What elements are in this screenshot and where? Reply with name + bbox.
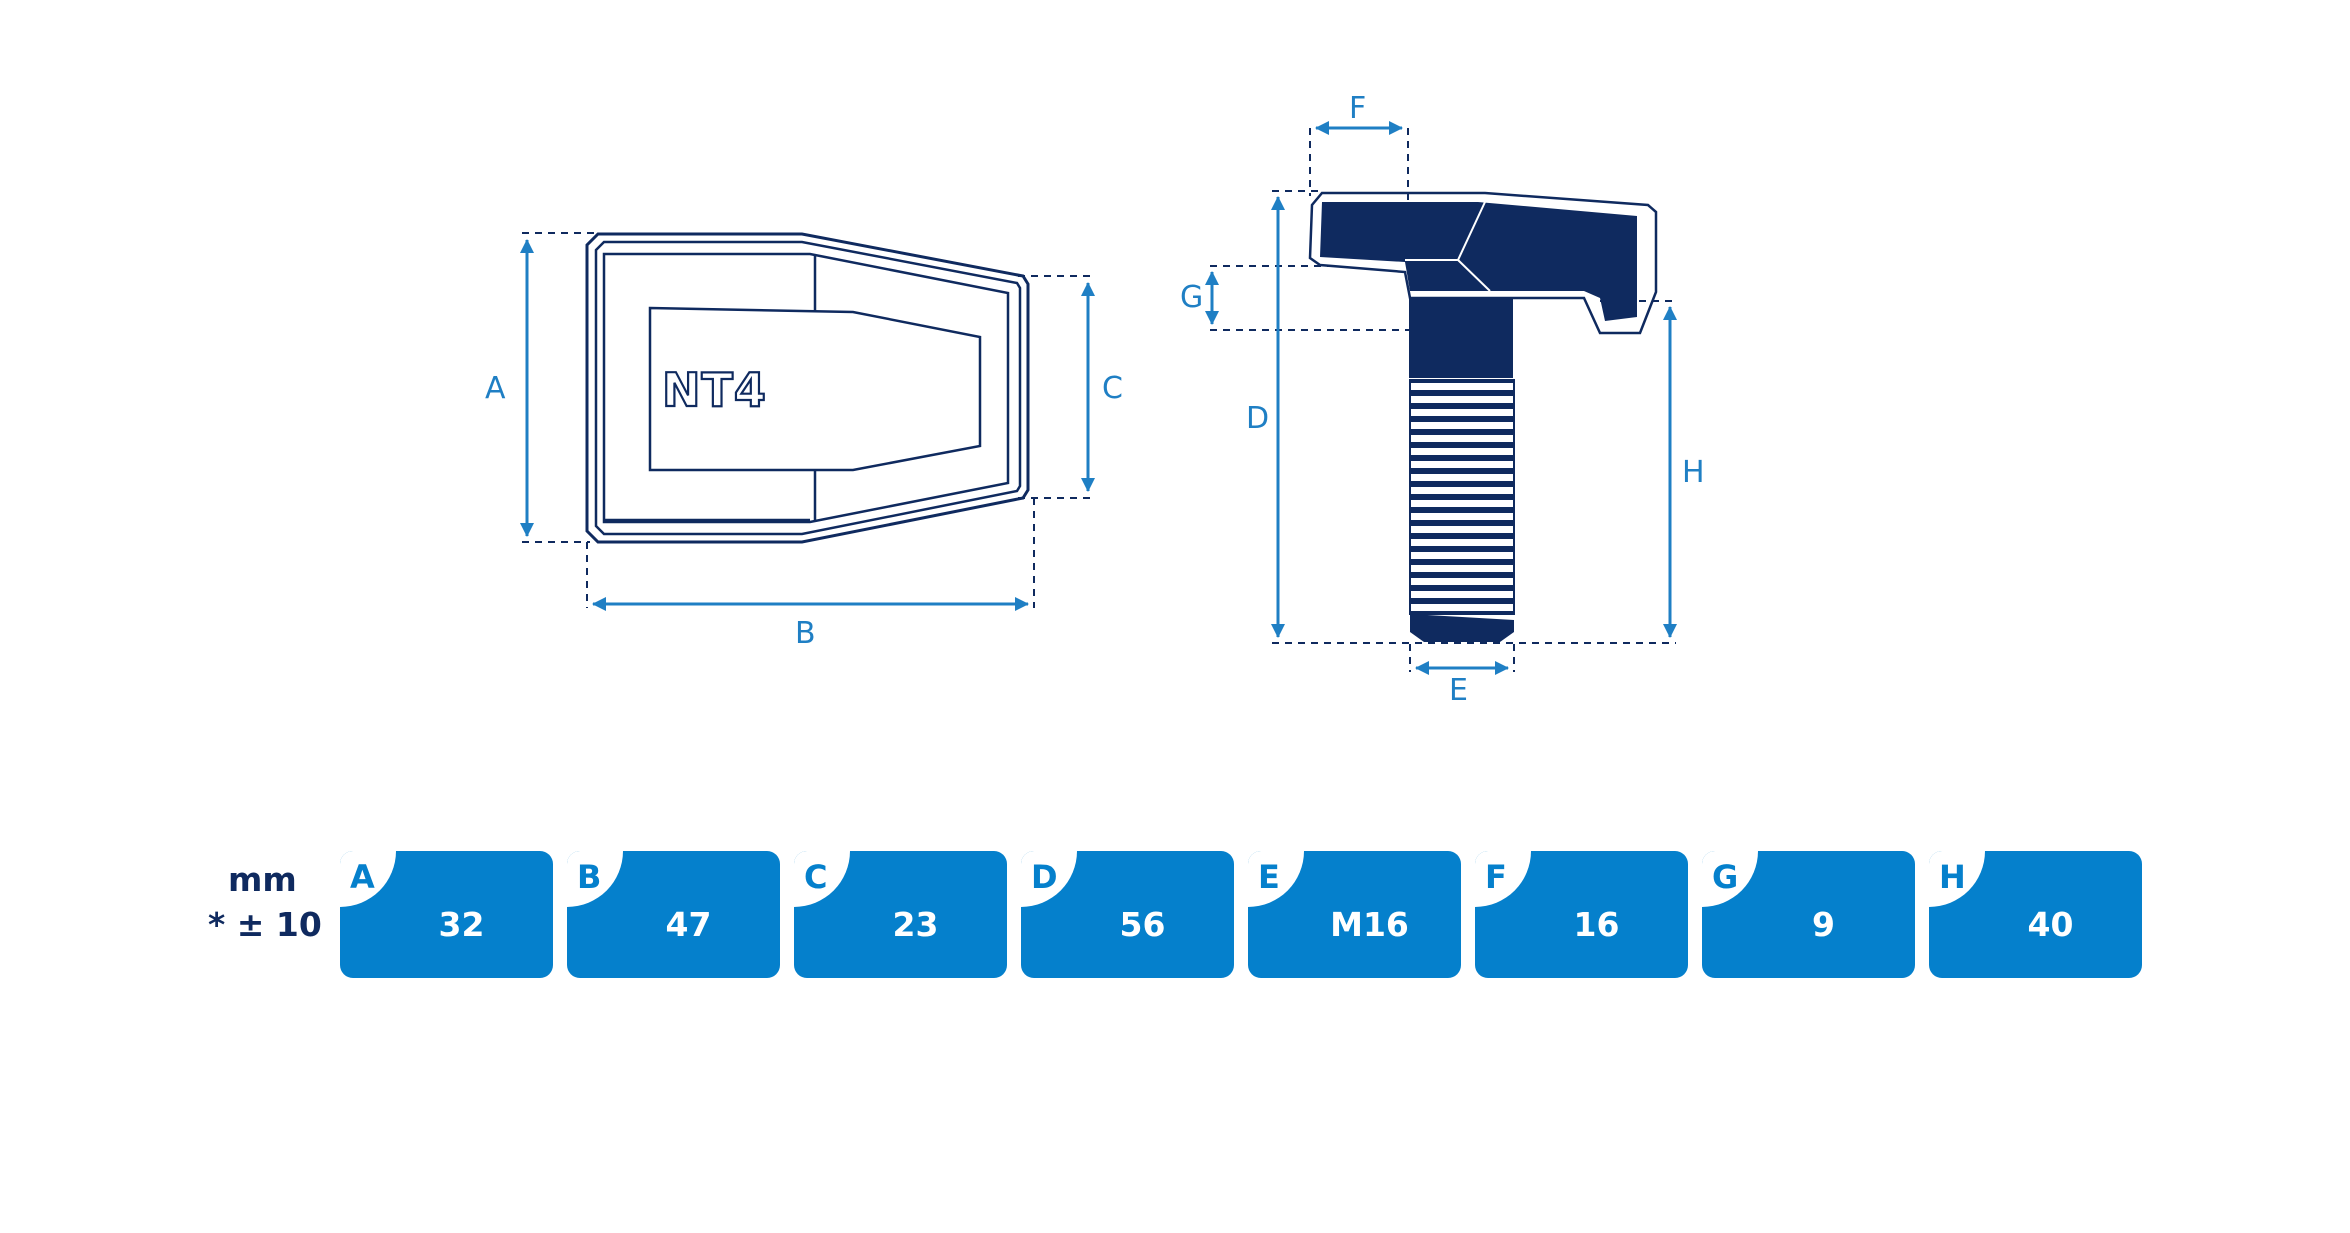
- cell-value: 56: [1119, 905, 1166, 944]
- cell-value: 40: [2027, 905, 2074, 944]
- cell-letter: A: [350, 858, 375, 896]
- units-label: mm: [228, 860, 297, 899]
- cell-letter: G: [1712, 858, 1739, 896]
- dimension-f-label: F: [1349, 91, 1366, 126]
- dimension-cell-e: E M16: [1248, 851, 1461, 978]
- cell-letter: D: [1031, 858, 1058, 896]
- dimension-cell-a: A 32: [340, 851, 553, 978]
- cell-value: 23: [892, 905, 939, 944]
- product-label: NT4: [662, 363, 767, 417]
- label-recess: [648, 306, 982, 472]
- knob-face: [602, 252, 1010, 524]
- dimension-cell-f: F 16: [1475, 851, 1688, 978]
- dimension-h-label: H: [1682, 455, 1705, 490]
- cell-value: 32: [438, 905, 485, 944]
- cell-letter: B: [577, 858, 602, 896]
- side-view: F G D H E: [1180, 91, 1705, 708]
- dimension-cell-d: D 56: [1021, 851, 1234, 978]
- stud-thread: [1410, 380, 1514, 614]
- dimension-cell-g: G 9: [1702, 851, 1915, 978]
- knob-outline-inner: [594, 240, 1022, 536]
- dimension-cell-c: C 23: [794, 851, 1007, 978]
- head-solid: [1320, 202, 1637, 321]
- cell-value: 16: [1573, 905, 1620, 944]
- dimension-b-label: B: [795, 616, 816, 651]
- cell-value: M16: [1330, 905, 1409, 944]
- dimension-cell-b: B 47: [567, 851, 780, 978]
- dimension-d-label: D: [1246, 401, 1269, 436]
- cell-letter: E: [1258, 858, 1280, 896]
- dimension-c-label: C: [1102, 371, 1123, 406]
- tolerance-label: * ± 10: [208, 905, 322, 944]
- cell-value: 9: [1812, 905, 1835, 944]
- cell-value: 47: [665, 905, 712, 944]
- cell-letter: F: [1485, 858, 1507, 896]
- stud-tip: [1410, 614, 1514, 642]
- cell-letter: H: [1939, 858, 1966, 896]
- dimension-e-label: E: [1449, 673, 1468, 708]
- technical-drawing: NT4 A C B: [485, 91, 1705, 708]
- dimension-a-label: A: [485, 371, 506, 406]
- front-view: NT4 A C B: [485, 232, 1123, 651]
- dimension-g-label: G: [1180, 280, 1203, 315]
- stud-shank: [1409, 298, 1513, 378]
- dimension-cell-h: H 40: [1929, 851, 2142, 978]
- cell-letter: C: [804, 858, 828, 896]
